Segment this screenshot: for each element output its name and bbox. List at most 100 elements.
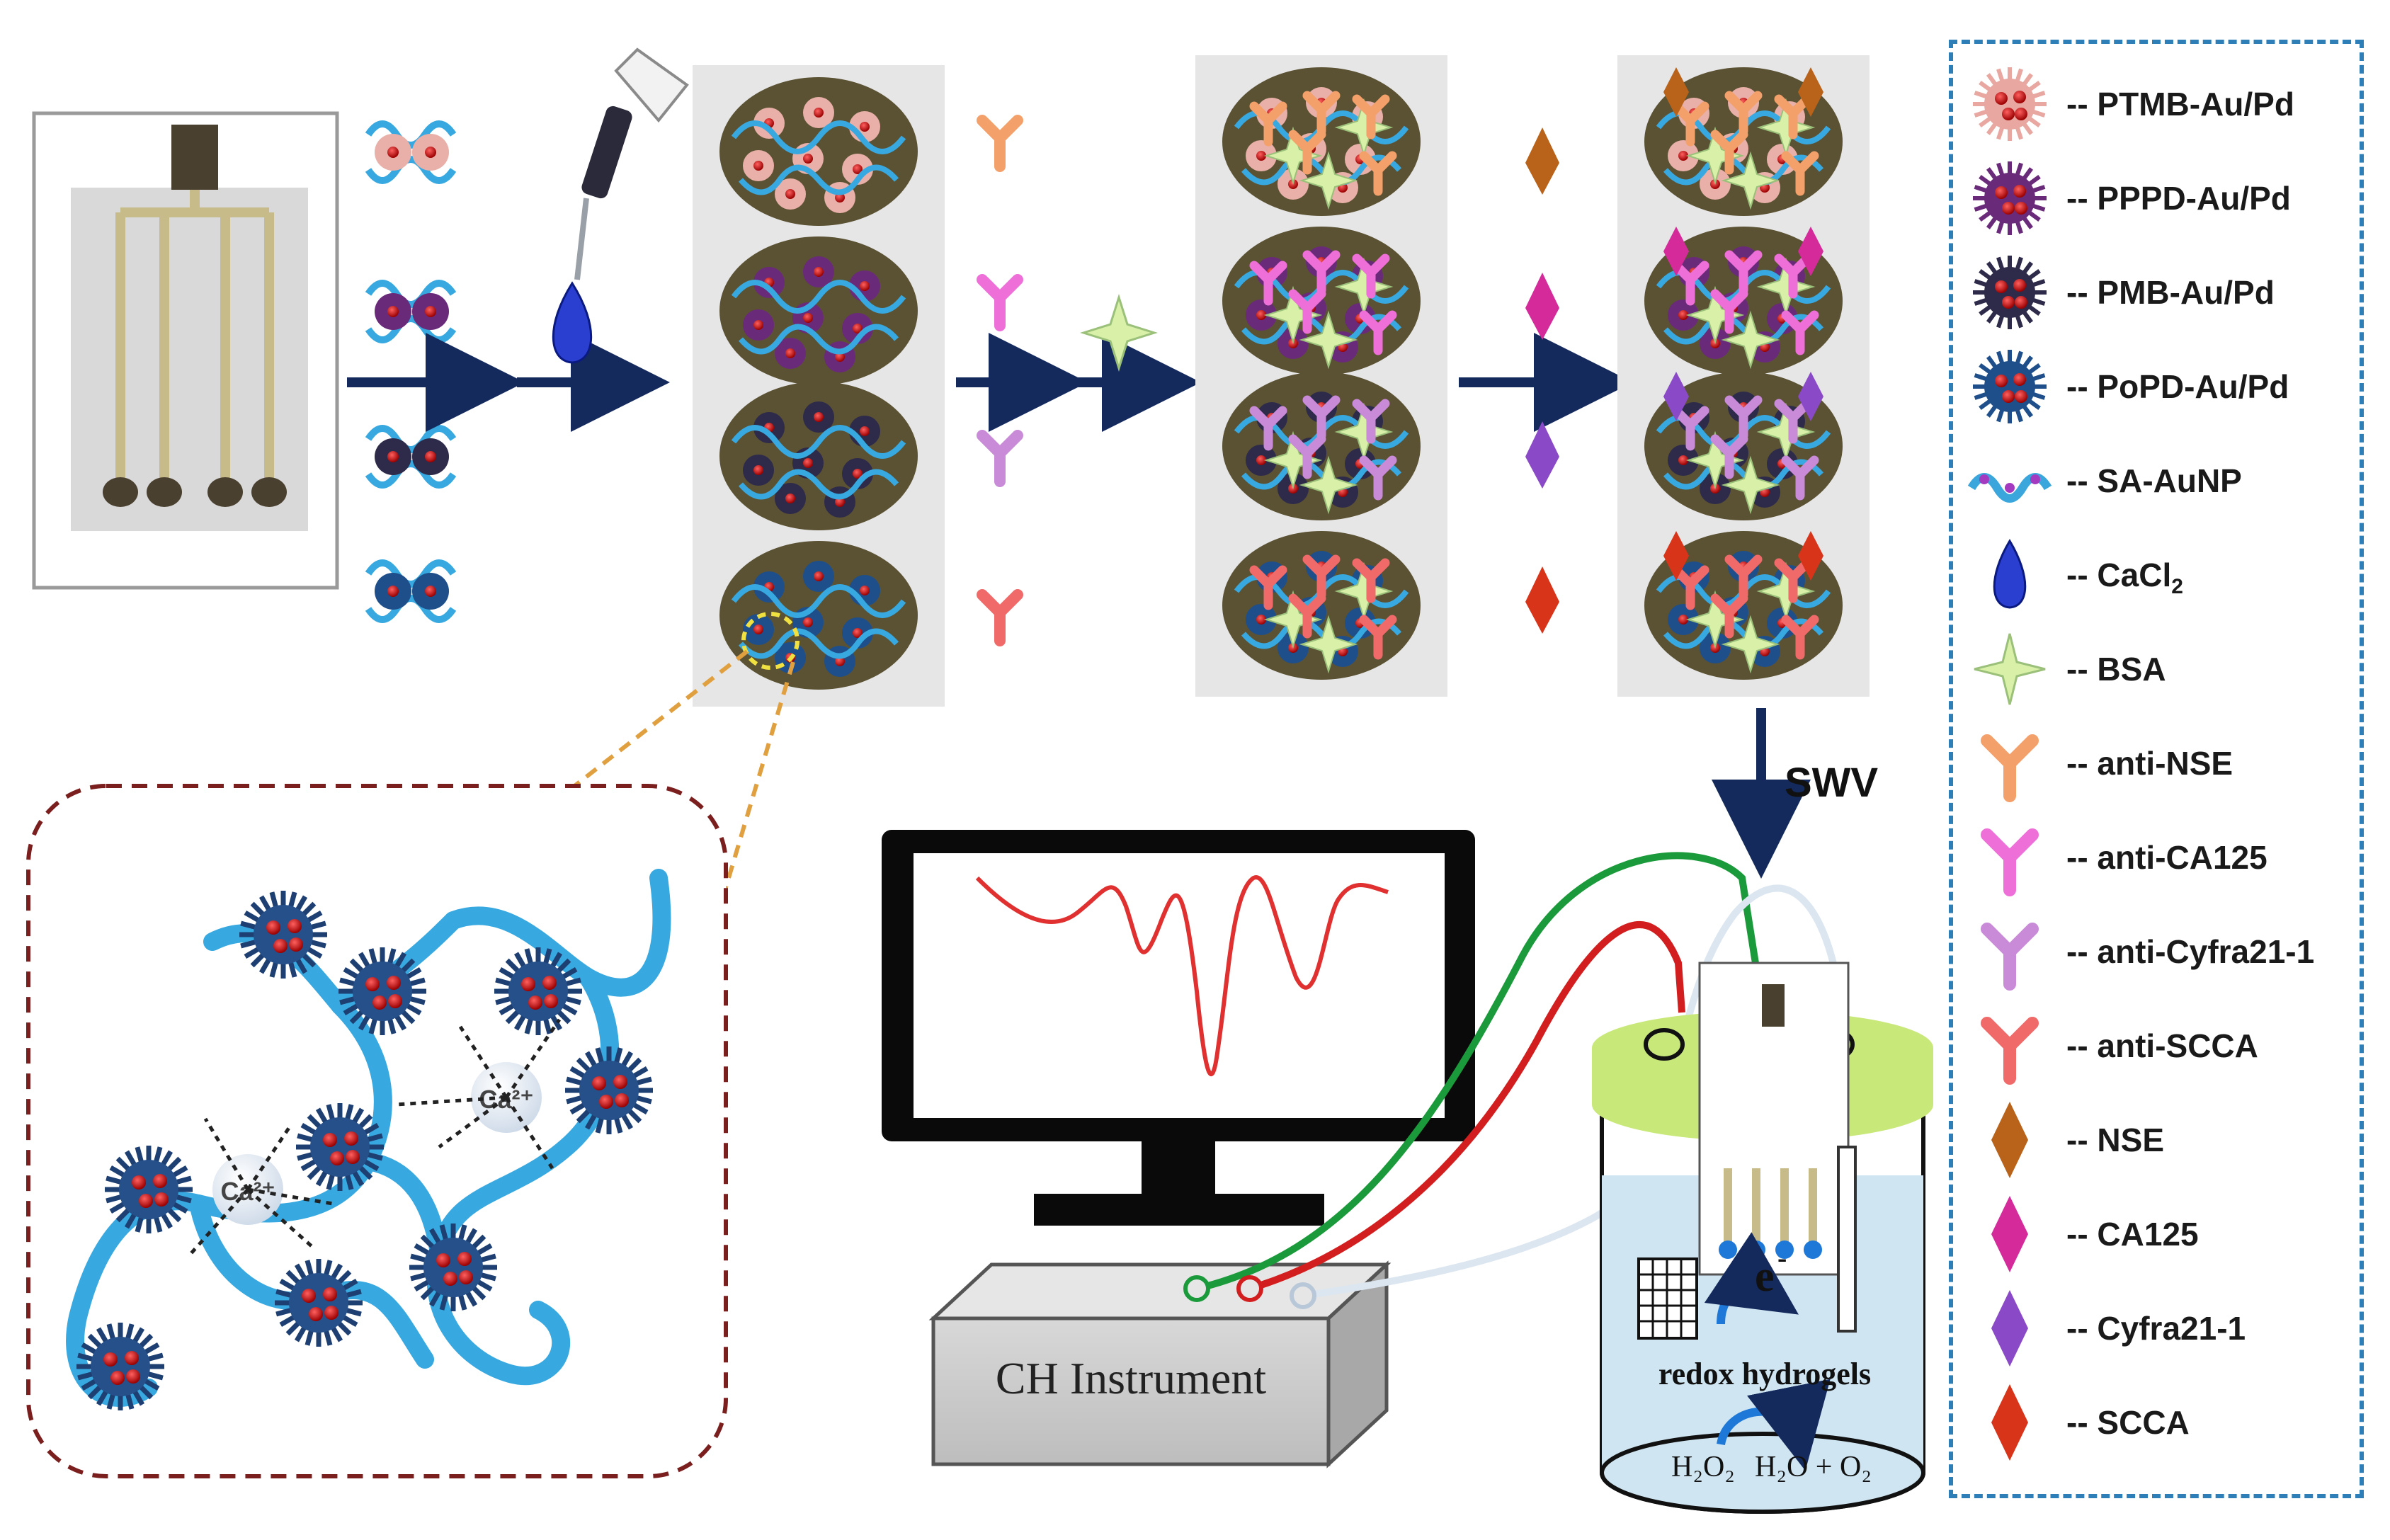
legend-label: -- CA125 (2066, 1216, 2199, 1253)
electrode-well-pmb (719, 382, 918, 530)
redox-arrow (1704, 1232, 1799, 1325)
legend-label: -- PoPD-Au/Pd (2066, 368, 2289, 405)
panel-modified-electrode (693, 65, 945, 707)
pipette-icon (574, 47, 689, 280)
legend-label: -- PMB-Au/Pd (2066, 274, 2275, 311)
callout-nanoparticle (296, 1103, 384, 1191)
electrode-well-ptmb (719, 77, 918, 226)
sa-aunp-strand-icon (1967, 473, 2052, 503)
process-arrows (347, 333, 1811, 879)
legend-item-scca-diamond: -- SCCA (1953, 1380, 2360, 1465)
legend: -- PTMB-Au/Pd -- PPPD-Au/Pd -- PMB-Au/Pd --… (1949, 40, 2364, 1498)
legend-item-pmb-au-pd-particle: -- PMB-Au/Pd (1953, 250, 2360, 335)
callout-nanoparticle (565, 1046, 653, 1134)
coordination-bonds (190, 1018, 562, 1255)
legend-label: -- CaCl2 (2066, 557, 2183, 599)
callout-nanoparticle (275, 1259, 363, 1347)
scca-diamond-icon (1991, 1384, 2028, 1461)
electrode-well-popd (1222, 531, 1421, 680)
legend-item-nse-diamond: -- NSE (1953, 1097, 2360, 1182)
ca125-diamond-icon (1525, 273, 1559, 340)
cyfra21-1-diamond-icon (1525, 421, 1559, 489)
legend-item-ca125-diamond: -- CA125 (1953, 1192, 2360, 1277)
legend-item-anti-nse-antibody: -- anti-NSE (1953, 721, 2360, 806)
pppd-au-pd-particle-icon (1973, 161, 2047, 235)
electrode-chip (32, 111, 339, 590)
electrochemical-cell (1592, 962, 1933, 1514)
redox-hydrogels-label: redox hydrogels (1658, 1357, 1871, 1391)
wire-green (1195, 852, 1767, 1292)
anti-scca-antibody-icon (1981, 1017, 2039, 1085)
electron-label: e (1755, 1253, 1775, 1301)
electrode-well-ptmb (1222, 67, 1421, 216)
legend-item-anti-cyfra21-1-antibody: -- anti-Cyfra21-1 (1953, 909, 2360, 994)
legend-label: -- anti-SCCA (2066, 1027, 2258, 1064)
anti-scca-icon (977, 589, 1023, 646)
products-label: H₂O + O₂ (1755, 1451, 1872, 1483)
ca125-diamond-icon (1991, 1196, 2028, 1272)
callout-nanoparticle (338, 947, 426, 1035)
electrode-well-popd (719, 541, 918, 690)
legend-label: -- anti-NSE (2066, 745, 2233, 782)
callout-nanoparticle (494, 947, 582, 1035)
legend-item-cyfra21-1-diamond: -- Cyfra21-1 (1953, 1286, 2360, 1371)
electrode-well-pppd (1644, 227, 1843, 375)
electron-superscript: - (1777, 1242, 1787, 1274)
instrument-label: CH Instrument (996, 1353, 1266, 1403)
electrode-well-pppd (719, 236, 918, 385)
anti-cyfra21-1-antibody-icon (1981, 923, 2039, 991)
swv-curve (975, 875, 1389, 1077)
nse-diamond-icon (1991, 1102, 2028, 1178)
legend-item-ptmb-au-pd-particle: -- PTMB-Au/Pd (1953, 62, 2360, 147)
antibody-column (977, 115, 1023, 646)
cacl2-droplet-icon (552, 281, 593, 364)
np-cluster-popd (365, 559, 457, 623)
bsa-star-icon (1974, 633, 2046, 705)
legend-label: -- anti-Cyfra21-1 (2066, 933, 2315, 970)
electrode-well-ptmb (1644, 67, 1843, 216)
legend-item-cacl2-droplet: -- CaCl2 (1953, 532, 2360, 617)
callout-nanoparticle (76, 1323, 164, 1410)
anti-nse-antibody-icon (1981, 734, 2039, 802)
swv-label: SWV (1785, 760, 1878, 806)
legend-label: -- BSA (2066, 651, 2166, 688)
np-cluster-ptmb (365, 120, 457, 184)
zoom-circle (741, 612, 799, 670)
electrode-well-pppd (1222, 227, 1421, 375)
np-cluster-pmb (365, 425, 457, 489)
panel-antigen-electrode (1617, 55, 1870, 697)
legend-label: -- SCCA (2066, 1404, 2190, 1441)
callout-nanoparticle (105, 1146, 193, 1233)
anti-ca125-icon (977, 274, 1023, 331)
hydrogel-callout: Ca²⁺ Ca²⁺ (26, 784, 728, 1478)
nse-diamond-icon (1525, 127, 1559, 195)
panel-antibody-electrode (1195, 55, 1447, 697)
legend-label: -- anti-CA125 (2066, 839, 2267, 876)
ptmb-au-pd-particle-icon (1973, 67, 2047, 141)
h2o2-label: H₂O₂ (1671, 1451, 1735, 1483)
anti-cyfra21-1-icon (977, 430, 1023, 487)
port-white (1290, 1282, 1316, 1309)
electrode-well-pmb (1222, 372, 1421, 520)
legend-label: -- PTMB-Au/Pd (2066, 86, 2294, 122)
anti-ca125-antibody-icon (1981, 828, 2039, 896)
popd-au-pd-particle-icon (1973, 350, 2047, 423)
port-green (1183, 1275, 1210, 1302)
scca-diamond-icon (1525, 566, 1559, 634)
callout-nanoparticle (239, 891, 327, 979)
legend-subscript: 2 (2171, 575, 2183, 599)
callout-nanoparticle (409, 1224, 497, 1311)
electrode-well-pmb (1644, 372, 1843, 520)
legend-item-pppd-au-pd-particle: -- PPPD-Au/Pd (1953, 156, 2360, 241)
legend-label: -- Cyfra21-1 (2066, 1310, 2246, 1347)
legend-item-anti-ca125-antibody: -- anti-CA125 (1953, 815, 2360, 900)
legend-item-popd-au-pd-particle: -- PoPD-Au/Pd (1953, 344, 2360, 429)
computer-monitor (882, 830, 1475, 1226)
legend-item-sa-aunp-strand: -- SA-AuNP (1953, 438, 2360, 523)
legend-label: -- NSE (2066, 1122, 2164, 1158)
cacl2-droplet-icon (1993, 539, 2027, 609)
alginate-strand-1 (66, 924, 392, 1407)
legend-label: -- SA-AuNP (2066, 462, 2242, 499)
antigen-column (1525, 127, 1559, 634)
